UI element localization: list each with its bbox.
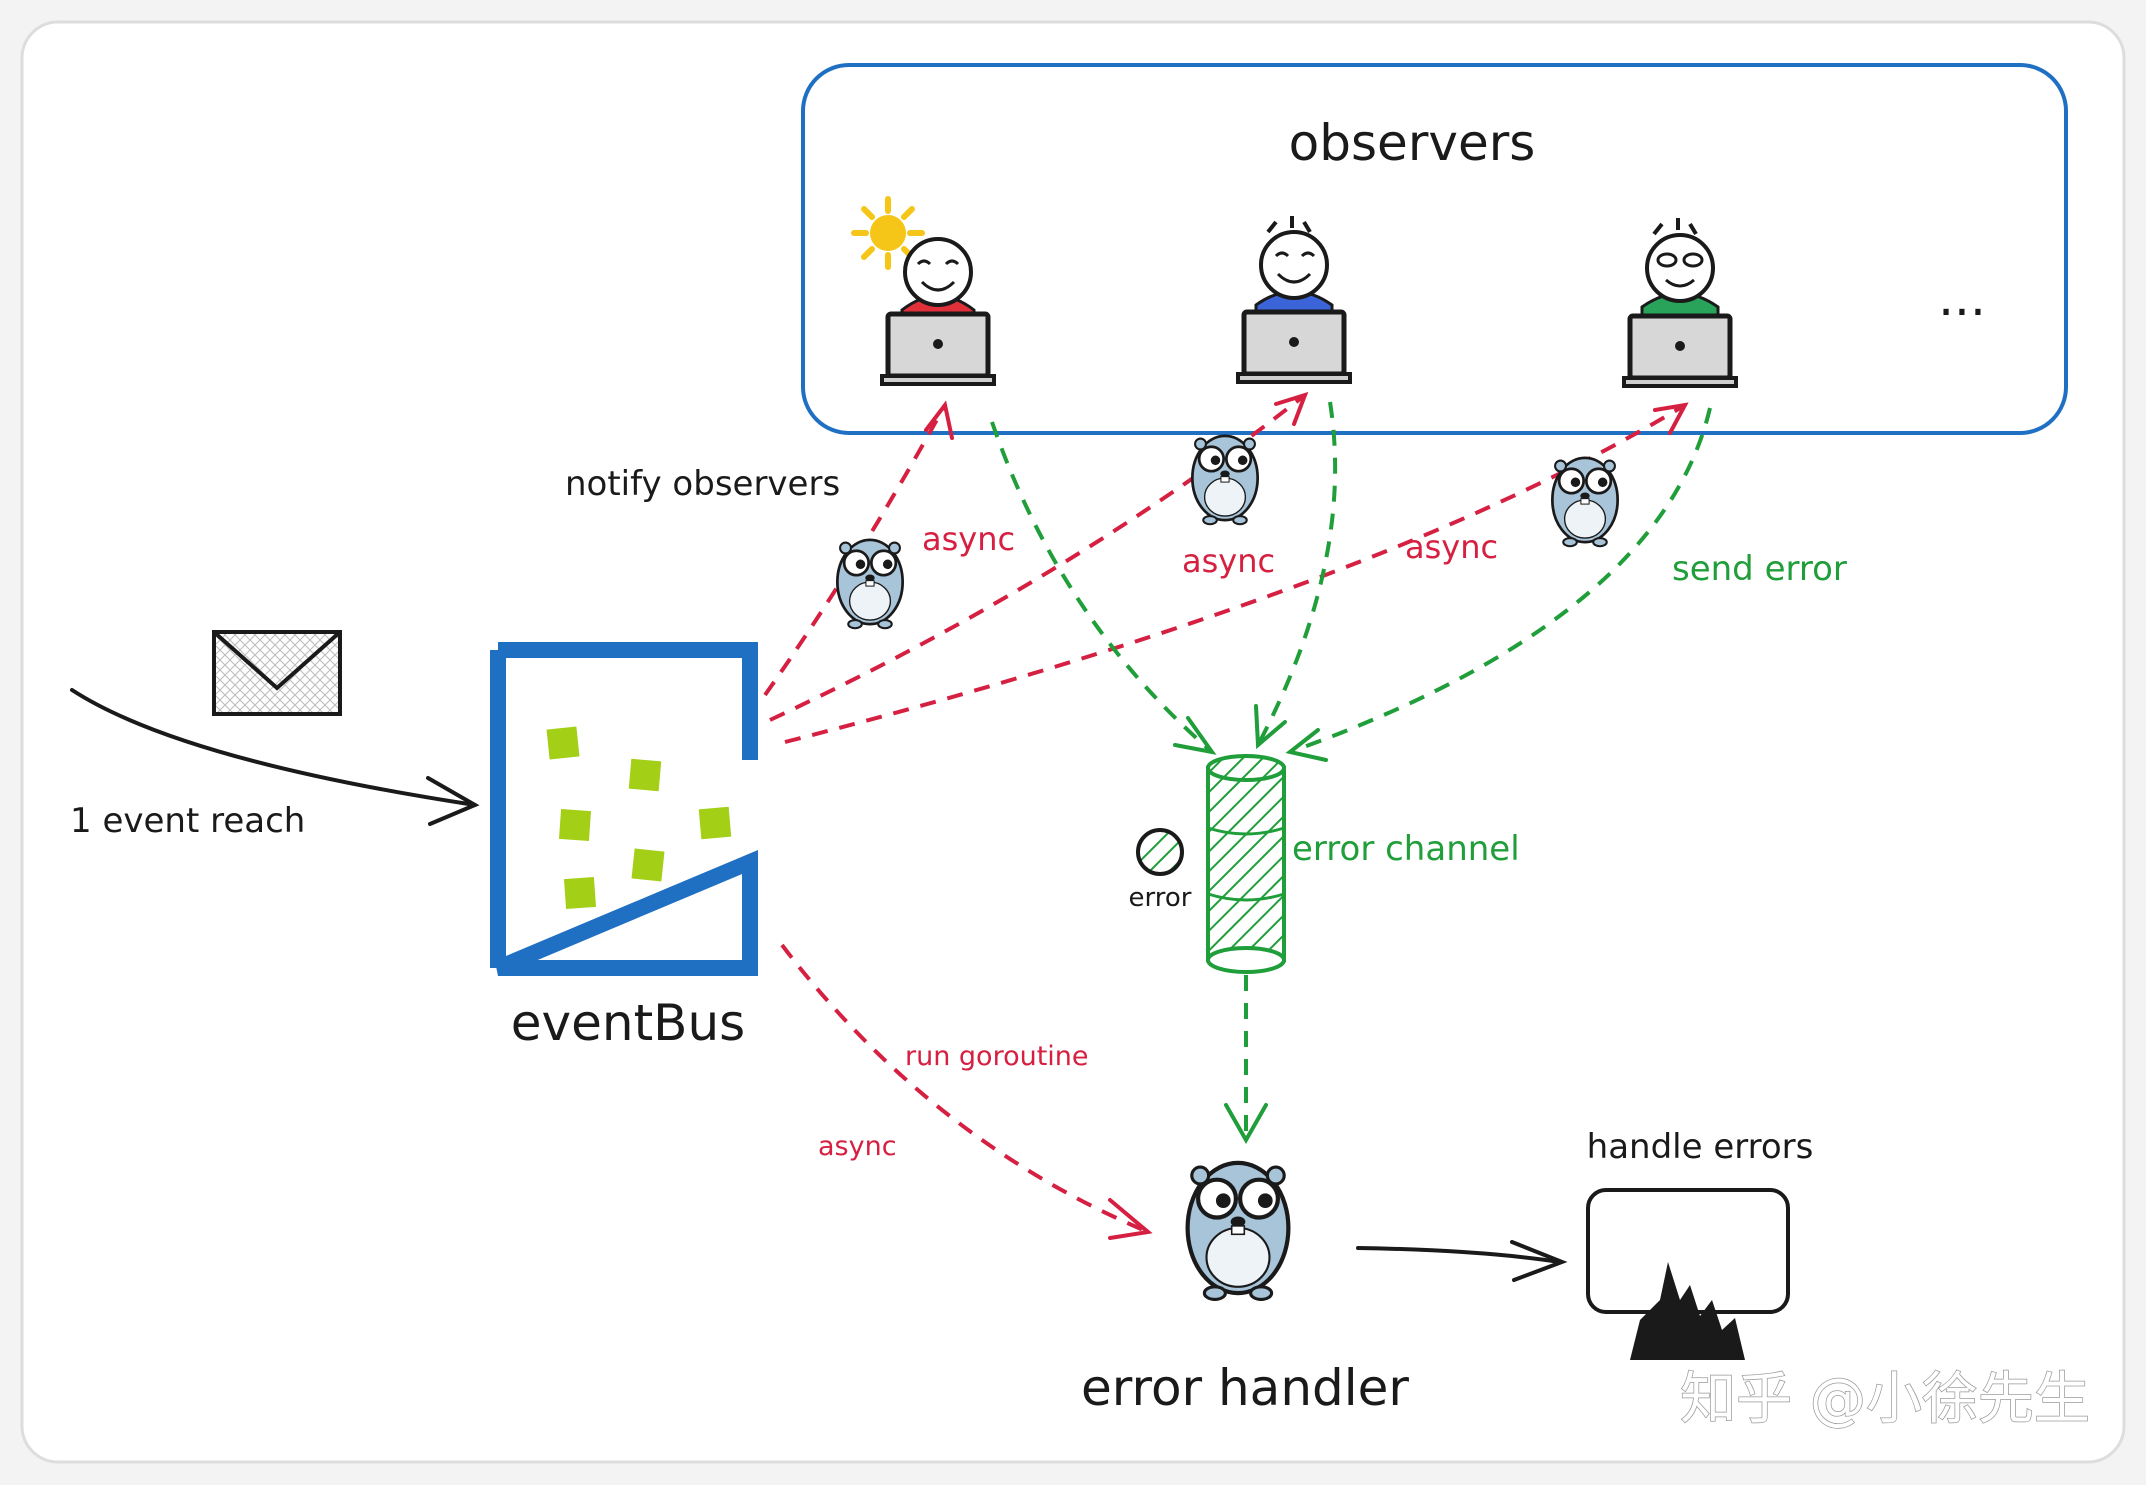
error-channel-label: error channel: [1292, 829, 1520, 869]
send-error-arrow-1: [990, 421, 1214, 754]
send-error-arrow-2: [1256, 401, 1338, 746]
async-arrow-1: [763, 404, 947, 697]
event-reach-arrow: [70, 688, 480, 826]
handle-errors-label: handle errors: [1587, 1127, 1814, 1167]
handle-errors-arrow: [1356, 1240, 1568, 1282]
run-goroutine-label: run goroutine: [905, 1041, 1089, 1072]
observer-2: [1238, 216, 1350, 382]
async-label-3: async: [1405, 528, 1498, 566]
async-label-1: async: [922, 520, 1015, 558]
envelope-icon: [212, 630, 342, 716]
fire-icon: [1630, 1262, 1745, 1360]
observers-title: observers: [1289, 114, 1536, 172]
observer-1: [851, 196, 994, 384]
more-observers-ellipsis: ...: [1938, 269, 1986, 327]
async-label-4: async: [818, 1131, 897, 1162]
event-bus-label: eventBus: [511, 994, 745, 1052]
error-ball-icon: [1136, 828, 1184, 876]
error-channel: [1206, 754, 1286, 974]
event-reach-label: 1 event reach: [70, 801, 305, 841]
laptop-icon: [882, 314, 994, 384]
run-goroutine-arrow: [780, 943, 1153, 1240]
async-label-2: async: [1182, 542, 1275, 580]
error-label: error: [1129, 883, 1192, 913]
sun-icon: [851, 196, 925, 270]
watermark: 知乎 @小徐先生: [1680, 1367, 2090, 1432]
notify-observers-label: notify observers: [565, 464, 840, 504]
error-monitor: [1586, 1188, 1790, 1360]
observers-box: [801, 63, 2068, 435]
channel-to-handler-arrow: [1224, 975, 1268, 1145]
card-background: [20, 20, 2126, 1464]
send-error-label: send error: [1672, 549, 1847, 589]
laptop-icon: [1624, 316, 1736, 386]
event-bus: [490, 642, 758, 976]
error-handler-label: error handler: [1081, 1359, 1409, 1417]
send-error-arrow-3: [1289, 407, 1712, 754]
laptop-icon: [1238, 312, 1350, 382]
send-error-arrows: [990, 401, 1712, 762]
observer-3: [1624, 218, 1736, 386]
